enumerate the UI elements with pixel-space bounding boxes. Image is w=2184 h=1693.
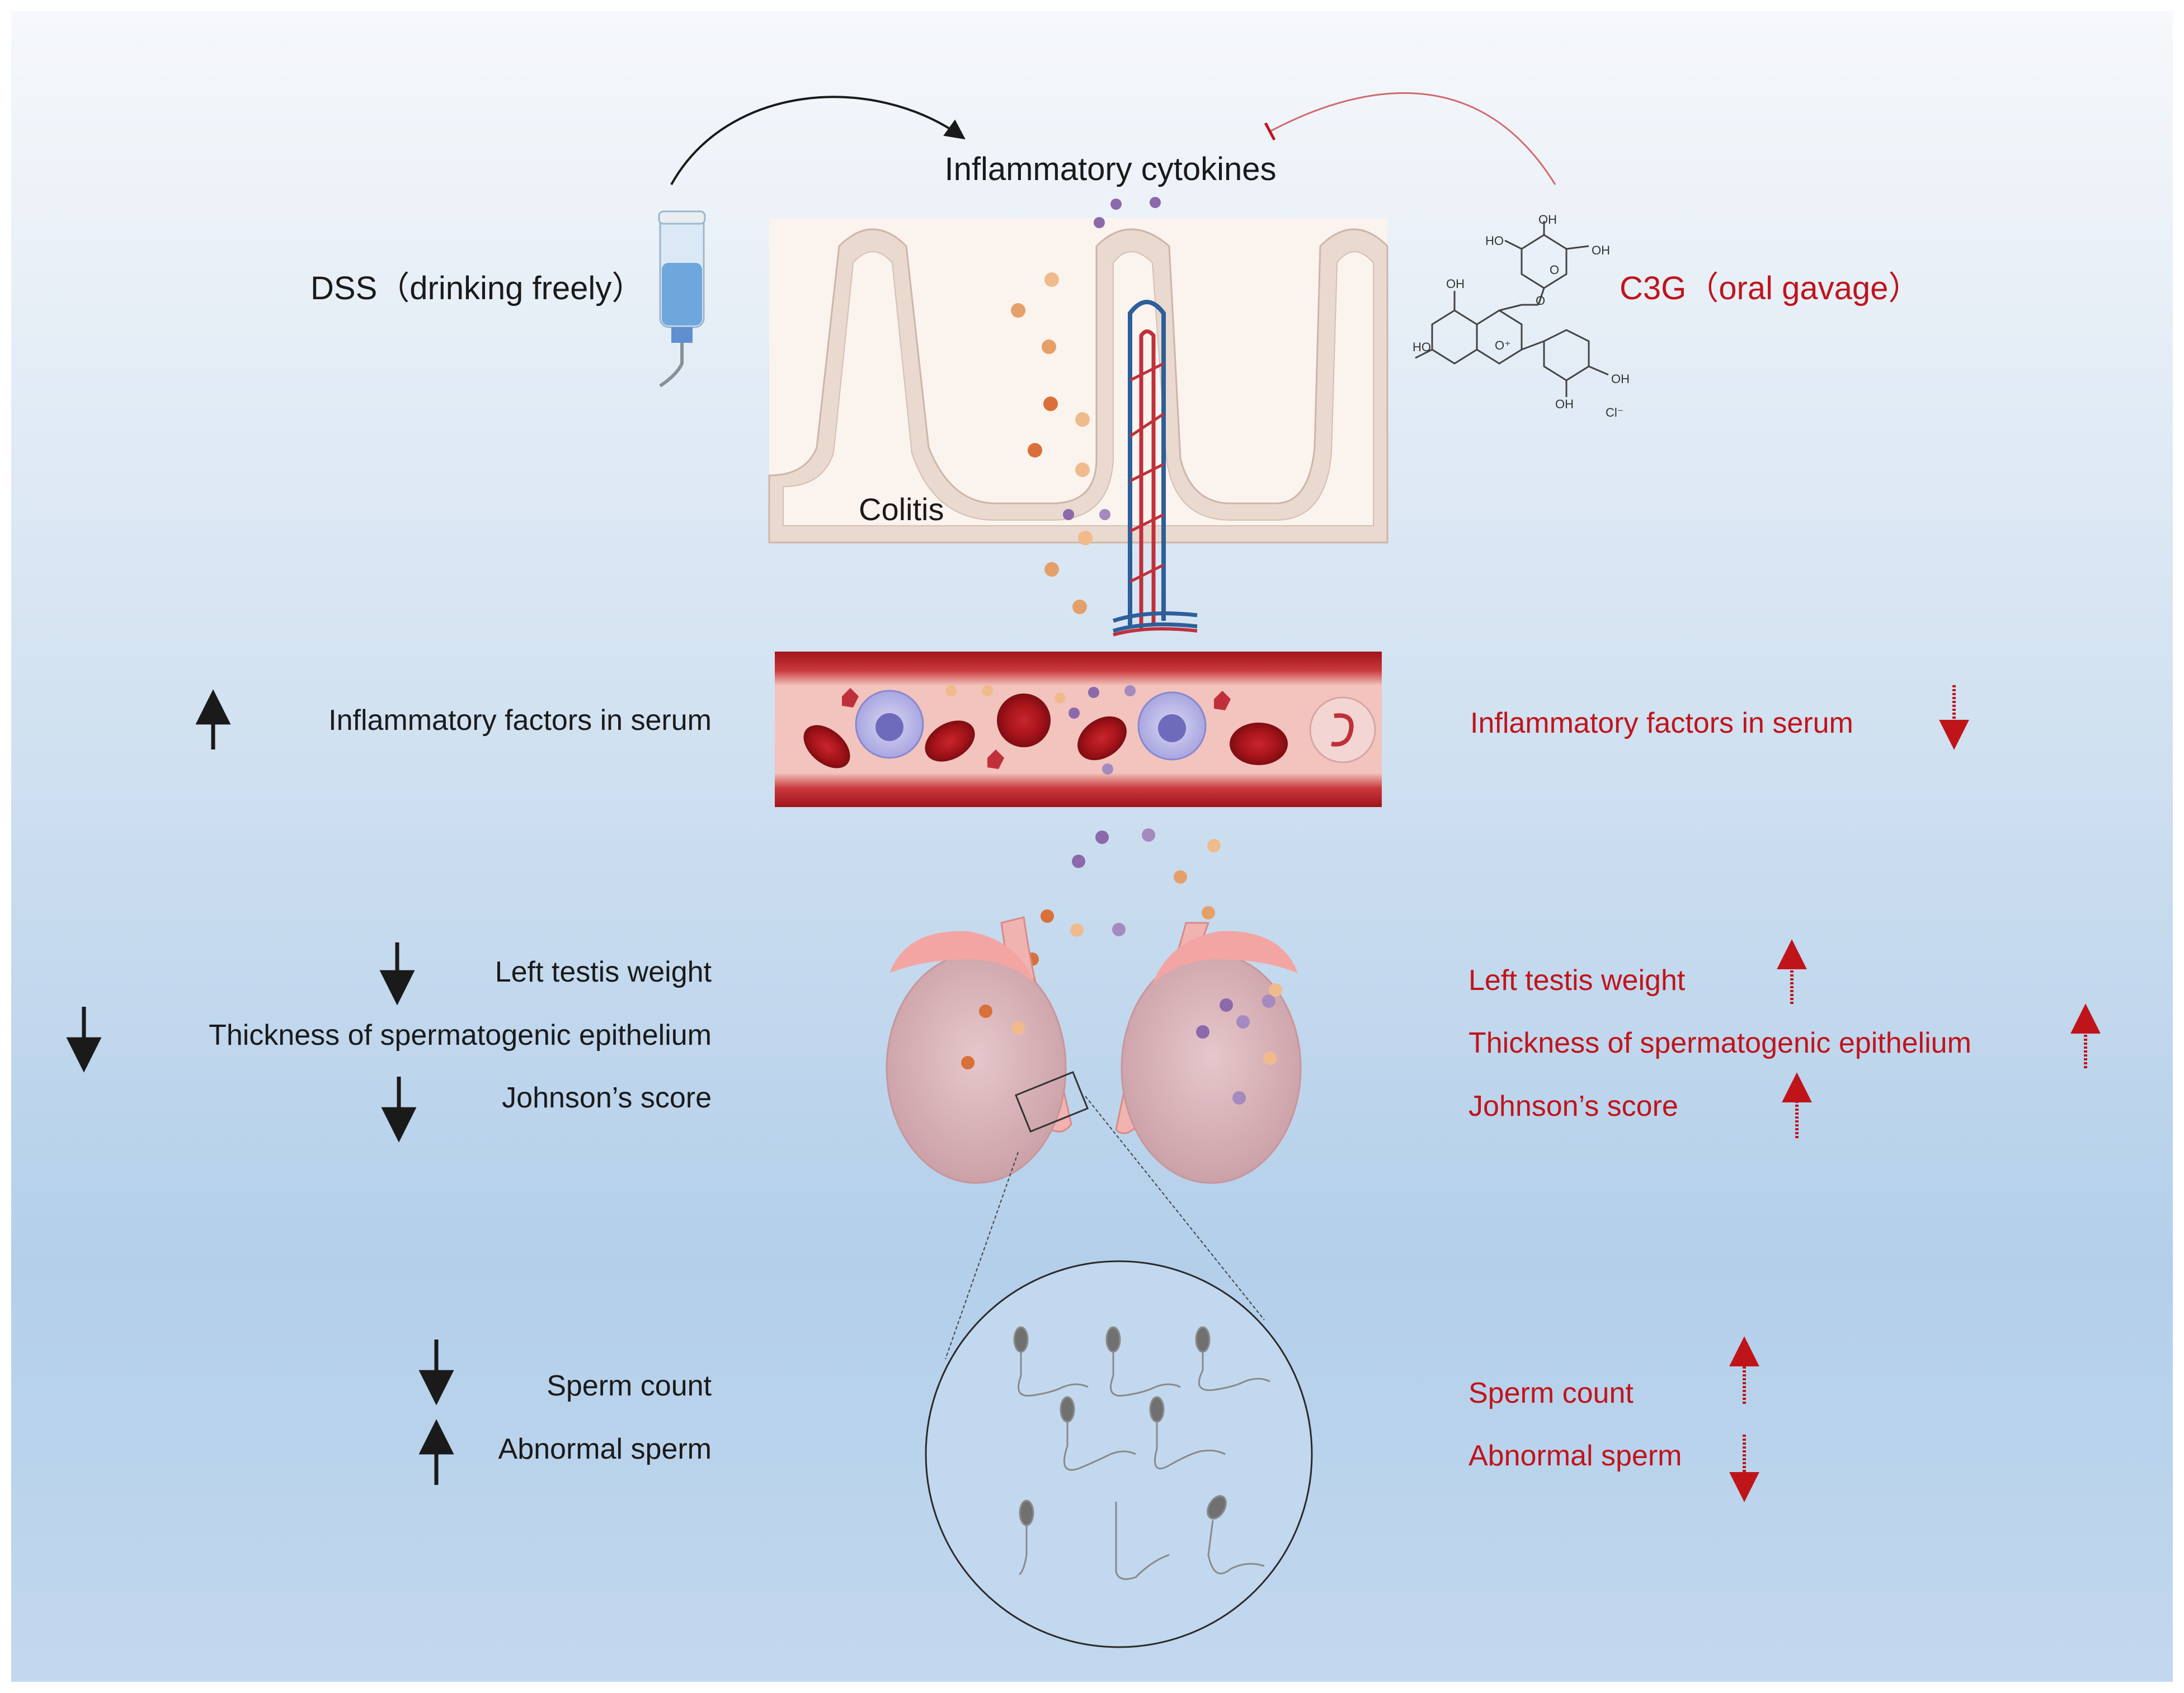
chem-oh-label: OH [1538, 213, 1557, 227]
testis-weight-left-label: Left testis weight [495, 956, 712, 988]
zoom-line-right [1085, 1096, 1265, 1321]
zoom-line-left [945, 1152, 1019, 1360]
c3g-label: C3G（oral gavage） [1620, 270, 1921, 306]
c3g-structure-labels: OH HO OH O O OH HO O⁺ OH OH Cl⁻ [1413, 213, 1630, 419]
epithelium-left-label: Thickness of spermatogenic epithelium [209, 1019, 712, 1051]
chem-ho-label: HO [1413, 340, 1431, 354]
dss-label: DSS（drinking freely） [310, 270, 644, 306]
colitis-villi-illustration [768, 218, 1388, 636]
chem-oh-label: OH [1611, 372, 1630, 386]
dss-activation-arrow [670, 96, 966, 185]
chem-cl-label: Cl⁻ [1606, 405, 1623, 419]
abnormal-sperm-right-label: Abnormal sperm [1468, 1440, 1682, 1472]
sperm-zoom-circle [925, 1260, 1313, 1648]
serum-left-label: Inflammatory factors in serum [328, 704, 712, 737]
chem-oplus-label: O⁺ [1495, 338, 1511, 352]
sperm-count-right-label: Sperm count [1468, 1377, 1634, 1409]
cytokines-label: Inflammatory cytokines [944, 151, 1276, 187]
blood-vessel-illustration [775, 652, 1382, 807]
epithelium-right-label: Thickness of spermatogenic epithelium [1468, 1027, 1971, 1059]
chem-oh-label: OH [1446, 277, 1465, 291]
serum-right-label: Inflammatory factors in serum [1470, 707, 1853, 739]
c3g-inhibition-arrow [1269, 92, 1556, 185]
johnson-left-label: Johnson’s score [502, 1082, 712, 1114]
chem-o-label: O [1550, 263, 1559, 277]
chem-ho-label: HO [1485, 234, 1504, 248]
testis-weight-right-label: Left testis weight [1468, 964, 1686, 997]
testes-illustration [886, 916, 1302, 1184]
drinking-bottle-icon [658, 210, 706, 388]
johnson-right-label: Johnson’s score [1468, 1090, 1678, 1123]
c3g-structure-icon [1415, 221, 1609, 397]
chem-o-label: O [1536, 294, 1545, 308]
sperm-count-left-label: Sperm count [547, 1370, 712, 1402]
chem-oh-label: OH [1555, 397, 1574, 411]
cytokine-particles [1011, 197, 1161, 614]
inhibition-bar [1264, 122, 1276, 141]
abnormal-sperm-left-label: Abnormal sperm [498, 1433, 712, 1465]
colitis-label: Colitis [859, 492, 944, 527]
chem-oh-label: OH [1592, 243, 1610, 257]
